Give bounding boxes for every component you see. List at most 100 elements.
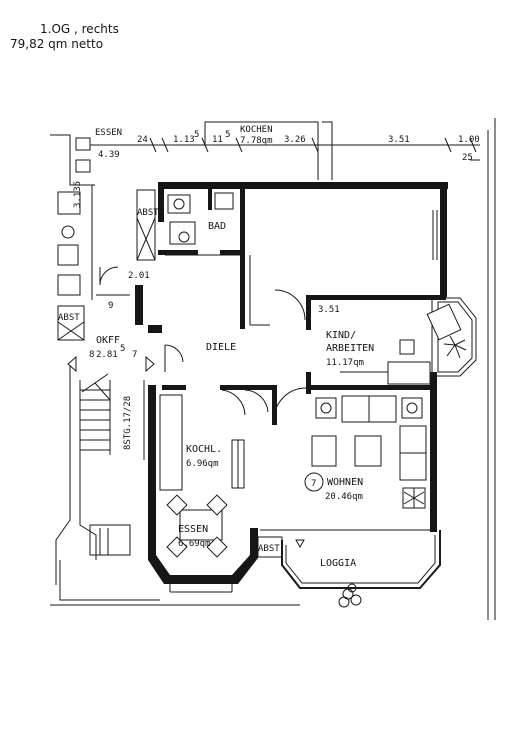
kind-door-arc — [274, 289, 306, 321]
dim-351: 3.51 — [388, 135, 410, 145]
room-label-loggia: LOGGIA — [320, 558, 356, 569]
neighbor-tub — [57, 191, 81, 215]
room-label-essen: ESSEN — [178, 524, 208, 535]
dim-326: 3.26 — [284, 135, 306, 145]
okff-label: OKFF — [96, 335, 120, 346]
kind-plant-icon — [443, 335, 467, 359]
kind-bay-window — [431, 297, 477, 377]
dim-8: 8 — [89, 350, 94, 360]
dim-tick — [444, 137, 452, 153]
bad-sink — [167, 194, 191, 214]
essen-area: 6.69qm — [178, 539, 211, 549]
okff-value: 2.81 — [96, 350, 118, 360]
dim-201: 2.01 — [128, 271, 150, 281]
dim-24: 24 — [137, 135, 148, 145]
okff-sup: 5 — [120, 344, 125, 354]
dim-kochen-label: KOCHEN — [240, 125, 273, 135]
wohnen-lamp-icon — [320, 402, 332, 414]
kueche-area: 6.96qm — [186, 459, 219, 469]
apartment-walls — [135, 182, 448, 584]
neighbor-fixture — [75, 137, 91, 151]
wohnen-door-arc — [273, 387, 307, 421]
essen-table — [179, 509, 223, 541]
dim-tick — [469, 137, 477, 153]
area-label: 79,82 qm netto — [10, 37, 104, 51]
room-label-arbeiten: ARBEITEN — [326, 343, 374, 354]
dim-3135: 3.135 — [73, 181, 83, 208]
dim-tick — [235, 137, 243, 153]
wohnen-area: 20.46qm — [325, 492, 363, 502]
dim-11: 11 — [212, 135, 223, 145]
abst-left-label: ABST — [58, 313, 80, 323]
dim-25: 25 — [462, 153, 473, 163]
wohnen-coffee-table — [354, 435, 382, 467]
dim-kochen-area: 7.78qm — [240, 136, 273, 146]
essen-chair — [206, 536, 228, 558]
bad-sink-basin — [173, 198, 185, 210]
stair-treads — [80, 373, 111, 451]
stair-arrow-right — [145, 355, 155, 373]
room-label-kueche: KOCHL. — [186, 444, 222, 455]
dim-113: 1.13 — [173, 135, 195, 145]
essen-chair — [206, 494, 228, 516]
abst-left-box — [57, 305, 85, 341]
stair-landing — [89, 524, 131, 556]
abst-left-diag — [57, 321, 85, 341]
wohnen-lamp-box-2 — [401, 397, 423, 419]
building-edge-bottom — [59, 560, 160, 601]
wohnen-lamp-box — [315, 397, 337, 419]
kueche-door-arc — [221, 389, 246, 416]
dim-essen-width: 4.39 — [98, 150, 120, 160]
abst-storage-diag — [136, 217, 156, 261]
kueche-door-arc-2 — [244, 389, 269, 413]
dim-100: 1.00 — [458, 135, 480, 145]
neighbor-toilet — [61, 225, 75, 239]
plan-header: 1.OG , rechts 79,82 qm netto — [10, 22, 119, 52]
room-label-kind: KIND/ — [326, 330, 356, 341]
loggia-outline — [281, 530, 441, 589]
stair-outer-left — [55, 365, 71, 585]
loggia-plant-icon — [338, 583, 362, 608]
kueche-counter — [159, 394, 183, 491]
kind-armchair — [426, 303, 462, 341]
room-label-diele: DIELE — [206, 342, 236, 353]
neighbor-outline — [50, 134, 95, 186]
stair-label: 8STG.17/28 — [123, 396, 133, 450]
abst-loggia-label: ABST — [258, 544, 280, 554]
essen-chair — [166, 494, 188, 516]
neighbor-cabinet — [57, 274, 81, 296]
entrance-door-arc — [99, 266, 119, 286]
loggia-inner — [285, 535, 436, 584]
bad-shower — [169, 221, 196, 245]
kind-area: 11.17qm — [326, 358, 364, 368]
kind-chair — [399, 339, 415, 355]
top-balcony-outline — [204, 121, 319, 180]
dim-7: 7 — [132, 350, 137, 360]
abst-storage-label: ABST — [137, 208, 159, 218]
diele-door-arc — [164, 344, 184, 363]
dim-tick — [161, 137, 169, 153]
abst-storage-box — [136, 189, 156, 261]
wohnen-armchair — [311, 435, 337, 467]
bad-toilet-bowl — [178, 231, 190, 243]
wohnen-plant-icon — [403, 488, 425, 508]
wohnen-lamp-icon-2 — [406, 402, 418, 414]
dim-tick — [311, 137, 319, 153]
dim-9: 9 — [108, 301, 113, 311]
dim-tick — [149, 137, 157, 153]
bad-toilet-tank — [214, 192, 234, 210]
wohnen-number-circle — [304, 472, 324, 492]
kind-bay-inner — [437, 301, 473, 373]
neighbor-sink — [57, 244, 79, 266]
neighbor-fixture — [75, 159, 91, 173]
dim-essen-label: ESSEN — [95, 128, 122, 138]
stair-arrow-left — [67, 355, 77, 373]
kind-desk — [387, 361, 431, 385]
essen-chair — [166, 536, 188, 558]
dim-351-kind: 3.51 — [318, 305, 340, 315]
stair-inner-left — [79, 380, 97, 560]
room-label-bad: BAD — [208, 221, 226, 232]
dim-11-sup: 5 — [225, 130, 230, 140]
loggia-marker — [295, 539, 305, 549]
